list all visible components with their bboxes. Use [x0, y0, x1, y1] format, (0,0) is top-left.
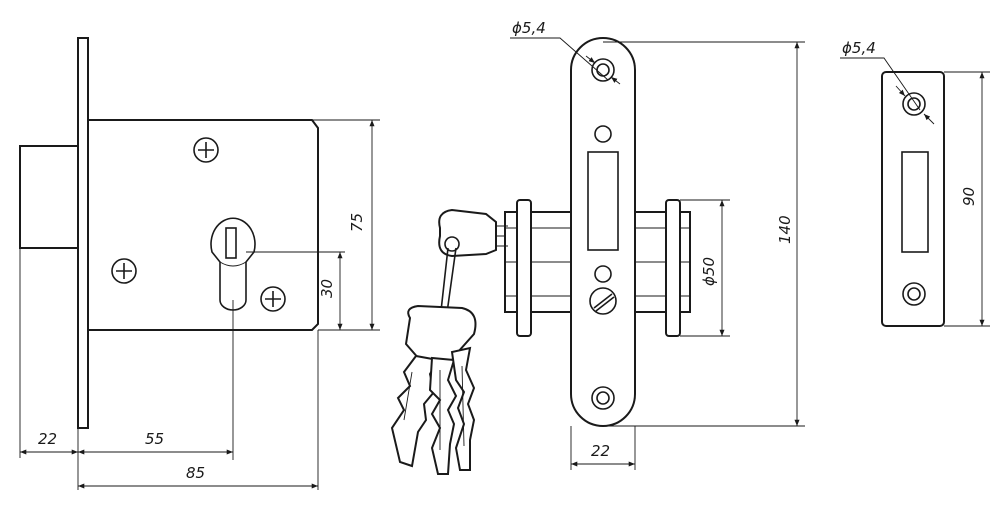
dim-hole-strike: ϕ5,4	[842, 39, 876, 57]
dim-140: 140	[776, 215, 794, 244]
front-plate	[570, 37, 636, 427]
strike-plate-view: ϕ5,4 90	[840, 39, 990, 327]
lock-front-view: ϕ5,4 140 ϕ50 22	[390, 19, 805, 475]
dim-75: 75	[348, 213, 366, 232]
keys	[390, 208, 508, 475]
bolt	[19, 145, 79, 249]
lock-side-view: 22 55 85 75 30	[19, 37, 380, 490]
bolt-opening	[587, 151, 619, 251]
strike-opening	[901, 151, 929, 253]
keyhole	[210, 217, 256, 311]
screw-top	[193, 137, 219, 163]
flange-left	[516, 199, 532, 337]
dim-90: 90	[960, 187, 978, 206]
dim-22-side: 22	[38, 430, 57, 448]
dim-30: 30	[318, 279, 336, 298]
dim-55: 55	[145, 430, 164, 448]
lock-body	[87, 119, 319, 331]
screw-left	[111, 258, 137, 284]
dim-22-front: 22	[591, 442, 610, 460]
faceplate	[77, 37, 89, 429]
dim-85: 85	[186, 464, 205, 482]
flange-right	[665, 199, 681, 337]
dim-hole-front: ϕ5,4	[512, 19, 546, 37]
screw-right	[260, 286, 286, 312]
dim-50: ϕ50	[700, 257, 718, 286]
keyhole-slot	[225, 227, 237, 259]
strike-plate	[881, 71, 945, 327]
